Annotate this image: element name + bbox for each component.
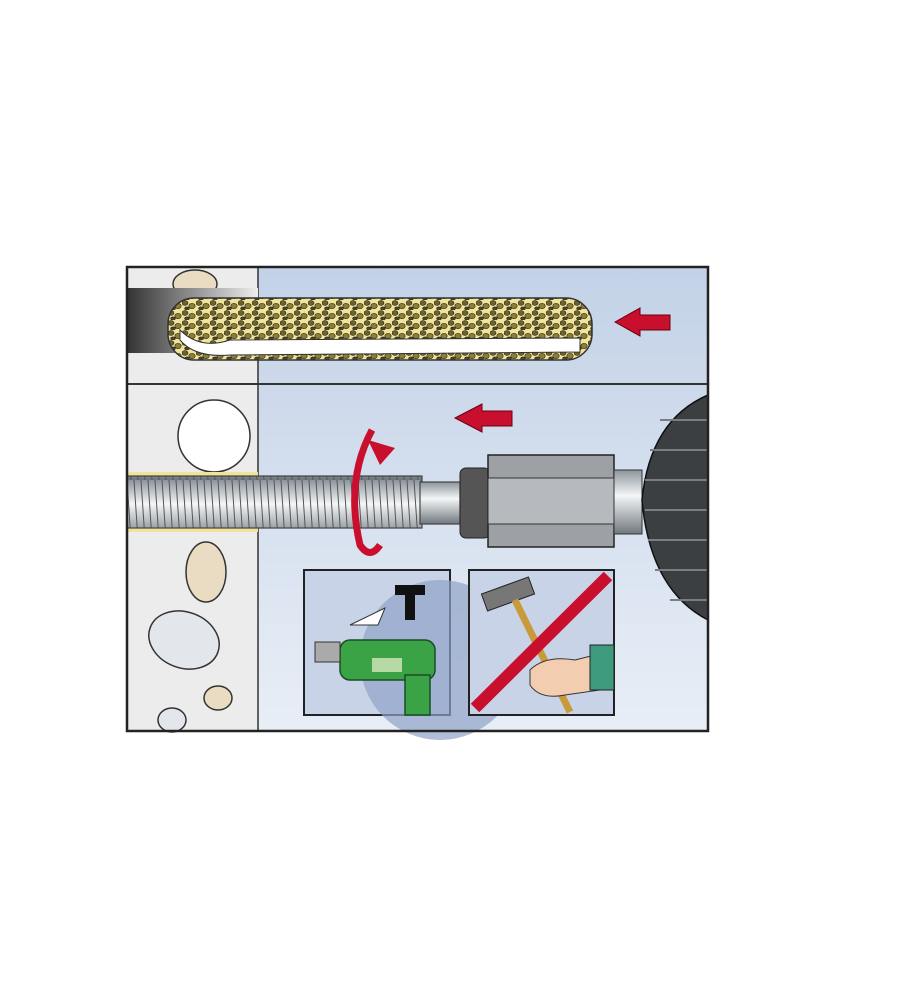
outer-border [125,265,710,733]
adapter-collar [459,467,491,539]
stone-pebbles [148,269,251,733]
drill-chuck [641,393,709,622]
insert-arrow-icon [613,307,671,337]
rotation-arrow-icon [351,428,383,556]
threaded-rod [126,475,423,529]
chuck-shaft [613,469,643,535]
inset-hammer-prohibited [468,569,615,716]
panel-insert-capsule [127,288,671,361]
prohibited-slash-icon [470,571,613,713]
push-arrow-icon [453,403,513,433]
hardener-tube [179,328,581,356]
hammer-mode-icon [395,585,425,620]
hex-nut [419,481,461,525]
hammer-icon [480,576,536,612]
rotation-mode-icon [349,606,386,626]
panel-drive-rod [126,393,709,622]
